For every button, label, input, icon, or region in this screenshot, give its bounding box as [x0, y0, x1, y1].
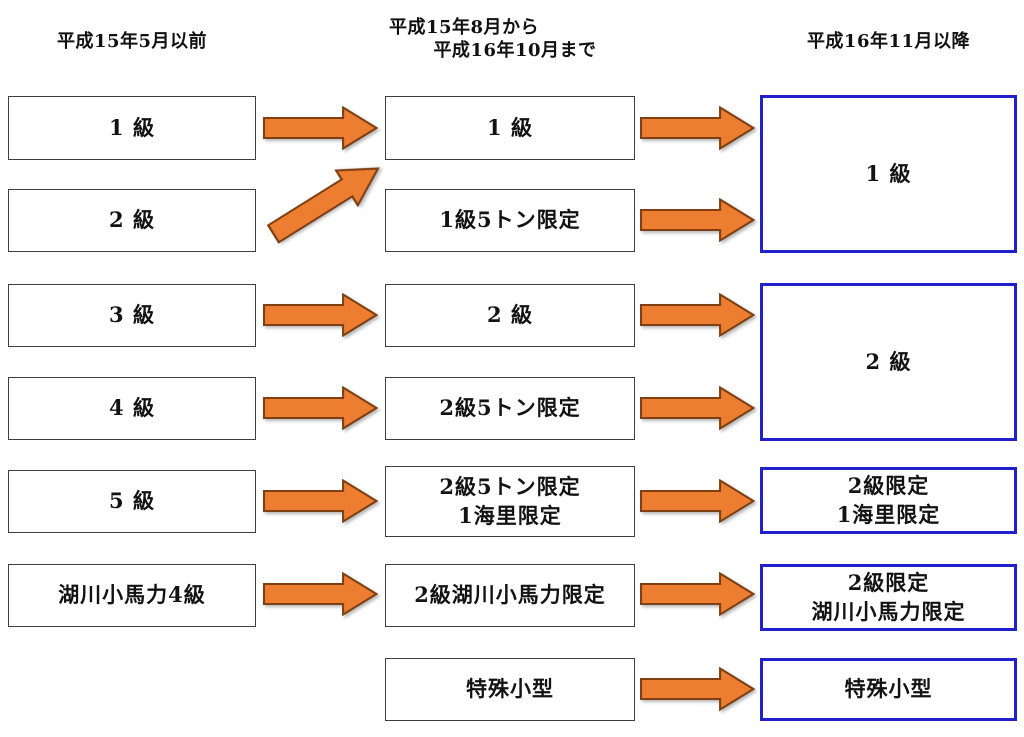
box-mid-grade1-5ton-limited: 1級5トン限定 [385, 189, 635, 252]
box-old-grade2: 2 級 [8, 189, 256, 252]
arrow-mid-grade1-to-new-grade1 [640, 106, 755, 150]
arrow-old-grade4-to-mid-grade2-5ton [263, 386, 378, 430]
box-mid-grade2: 2 級 [385, 284, 635, 347]
box-old-grade5: 5 級 [8, 470, 256, 533]
box-new-grade2-1nm-limited: 2級限定 1海里限定 [760, 467, 1017, 534]
column-header-new-period: 平成16年11月以降 [806, 31, 971, 52]
box-mid-grade1: 1 級 [385, 96, 635, 160]
box-old-lake-river-lowpower-grade4: 湖川小馬力4級 [8, 564, 256, 627]
box-label: 3 級 [109, 302, 155, 328]
box-mid-grade2-5ton-limited: 2級5トン限定 [385, 377, 635, 440]
box-label: 2 級 [109, 207, 155, 233]
box-old-grade4: 4 級 [8, 377, 256, 440]
box-label: 1 級 [865, 160, 912, 186]
box-label: 2 級 [865, 348, 912, 374]
arrow-mid-grade1-5ton-to-new-grade1 [640, 198, 755, 242]
box-label: 2 級 [487, 302, 533, 328]
box-mid-grade2-lake-river-lowpower-limited: 2級湖川小馬力限定 [385, 564, 635, 627]
box-label: 特殊小型 [466, 676, 554, 702]
arrow-mid-grade2-5ton-to-new-grade2 [640, 386, 755, 430]
box-label: 湖川小馬力4級 [58, 582, 206, 608]
arrow-old-grade5-to-mid-grade2-5ton-1nm [263, 479, 378, 523]
box-label: 1級5トン限定 [439, 207, 581, 233]
column-header-mid-period-line2: 平成16年10月まで [433, 40, 597, 61]
arrow-old-grade2-to-mid-grade1-diagonal [261, 149, 391, 253]
arrow-old-lake-river-to-mid-lake-river [263, 572, 378, 616]
box-label: 2級限定 1海里限定 [836, 473, 941, 527]
column-header-old-period: 平成15年5月以前 [56, 31, 208, 52]
box-label: 特殊小型 [844, 676, 933, 702]
arrow-old-grade1-to-mid-grade1 [263, 106, 378, 150]
arrow-mid-grade2-to-new-grade2 [640, 293, 755, 337]
box-label: 2級限定 湖川小馬力限定 [811, 570, 966, 624]
box-new-special-small: 特殊小型 [760, 658, 1017, 721]
box-new-grade2: 2 級 [760, 283, 1017, 441]
box-label: 2級湖川小馬力限定 [414, 582, 606, 608]
box-label: 5 級 [109, 488, 155, 514]
box-new-grade2-lake-river-lowpower-limited: 2級限定 湖川小馬力限定 [760, 564, 1017, 631]
box-new-grade1: 1 級 [760, 95, 1017, 253]
arrow-old-grade3-to-mid-grade2 [263, 293, 378, 337]
arrow-mid-lake-river-to-new-lake-river [640, 572, 755, 616]
arrow-mid-special-small-to-new-special-small [640, 667, 755, 711]
arrow-mid-grade2-5ton-1nm-to-new-grade2-1nm [640, 479, 755, 523]
box-label: 1 級 [487, 114, 533, 140]
box-mid-grade2-5ton-1nm-limited: 2級5トン限定 1海里限定 [385, 466, 635, 537]
box-label: 1 級 [109, 114, 155, 140]
box-mid-special-small: 特殊小型 [385, 658, 635, 721]
box-old-grade3: 3 級 [8, 284, 256, 347]
box-label: 4 級 [109, 395, 155, 421]
box-old-grade1: 1 級 [8, 96, 256, 160]
box-label: 2級5トン限定 [439, 395, 581, 421]
box-label: 2級5トン限定 1海里限定 [439, 474, 581, 528]
column-header-mid-period-line1: 平成15年8月から [388, 17, 540, 38]
